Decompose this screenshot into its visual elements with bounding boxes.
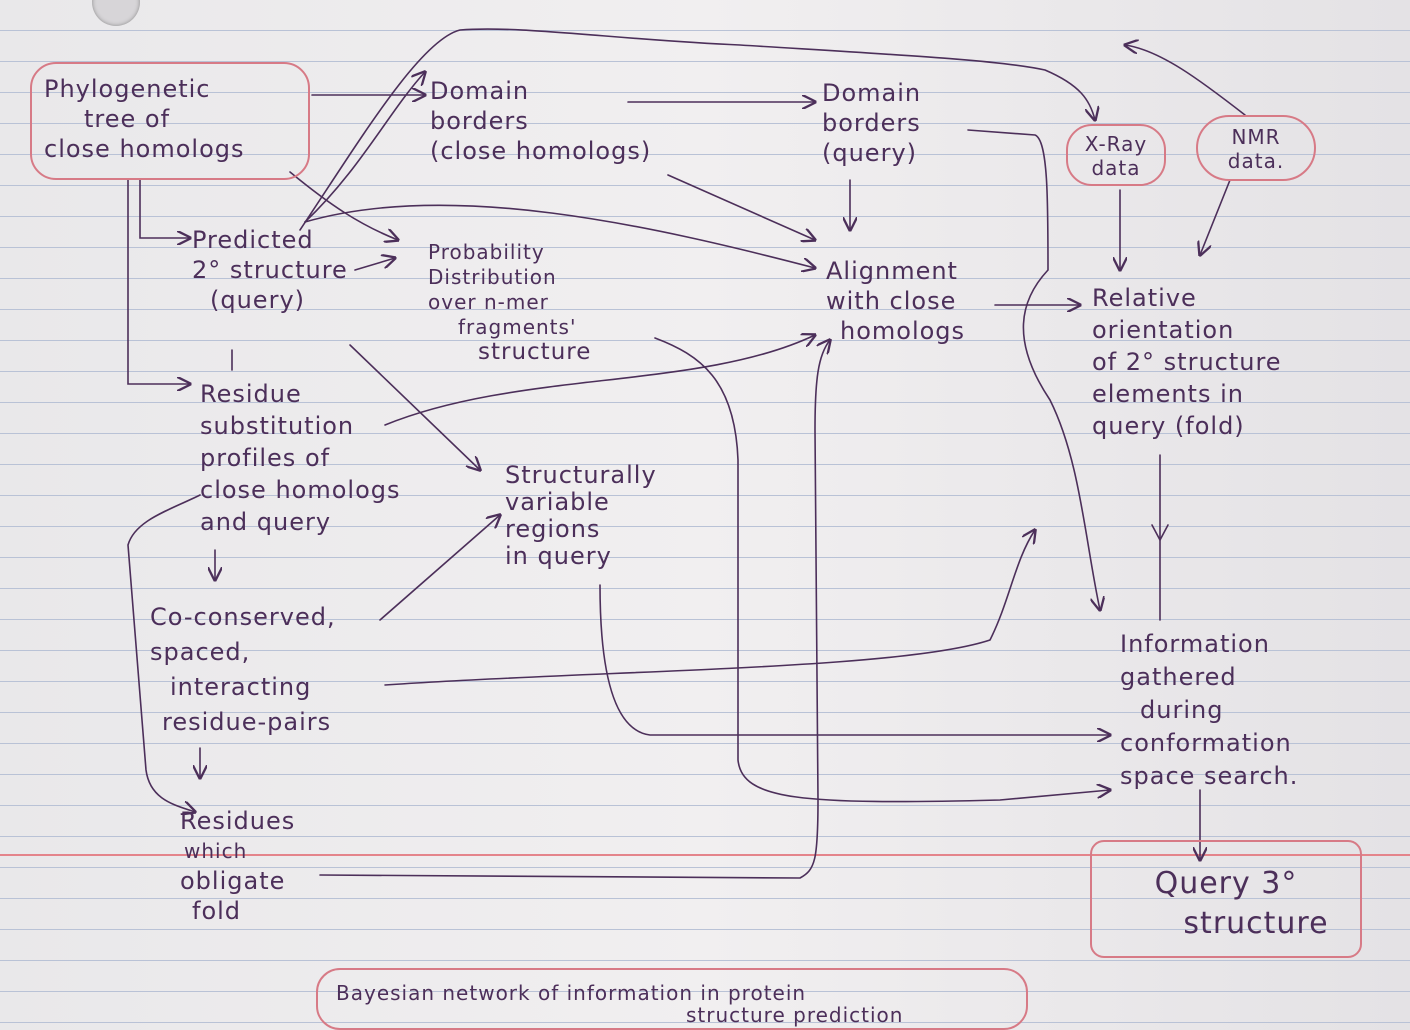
node-line: Information — [1120, 630, 1270, 658]
node-line: Predicted — [192, 226, 314, 254]
node-line: Co-conserved, — [150, 603, 336, 631]
node-structurally-variable: Structurally variable regions in query — [505, 462, 657, 570]
node-line: borders — [822, 109, 921, 137]
node-line: Residues — [180, 807, 296, 835]
node-domain-borders-query: Domain borders (query) — [822, 78, 921, 168]
edge-nmr-to-relative — [1200, 179, 1231, 255]
node-line: Domain — [822, 79, 922, 107]
node-xray-data: X-Ray data — [1066, 124, 1166, 186]
node-residues-obligate: Residues which obligate fold — [180, 806, 295, 926]
node-line: close homologs — [200, 476, 401, 504]
edge-residue-to-alignment — [384, 335, 815, 426]
node-line: X-Ray — [1084, 132, 1148, 156]
node-query-tertiary: Query 3° structure — [1090, 840, 1362, 958]
node-line: which — [184, 839, 248, 863]
node-line: elements in — [1092, 380, 1244, 408]
node-line: and query — [200, 508, 332, 536]
node-line: variable — [505, 488, 610, 516]
node-line: structure — [1183, 906, 1329, 941]
edge-predicted-to-alignment — [304, 204, 815, 268]
node-line: gathered — [1120, 663, 1237, 691]
node-line: borders — [430, 107, 529, 135]
margin-line — [0, 854, 1410, 856]
node-line: conformation — [1120, 729, 1292, 757]
node-line: fold — [192, 897, 242, 925]
node-line: close homologs — [44, 135, 245, 163]
edge-coconserved-to-variable — [379, 515, 500, 621]
edge-domain-query-to-information — [967, 129, 1100, 610]
node-line: homologs — [840, 317, 966, 345]
node-probability-distribution: Probability Distribution over n-mer frag… — [428, 240, 591, 365]
node-line: regions — [505, 515, 601, 543]
node-line: during — [1140, 696, 1224, 724]
node-line: spaced, — [150, 638, 251, 666]
edge-residue-to-obligate — [127, 494, 201, 812]
edge-predicted-to-variable — [349, 344, 480, 470]
node-line: orientation — [1092, 316, 1235, 344]
node-line: Structurally — [505, 461, 657, 489]
node-line: in query — [505, 542, 612, 570]
edge-variable-to-information — [599, 584, 1110, 735]
node-nmr-data: NMR data. — [1196, 115, 1316, 181]
node-information-gathered: Information gathered during conformation… — [1120, 628, 1298, 793]
edge-obligate-to-alignment — [319, 340, 830, 879]
edge-domain-homologs-to-alignment — [667, 174, 815, 240]
edge-predicted-to-domain-homologs — [304, 72, 425, 223]
node-line: data. — [1227, 149, 1285, 173]
node-line: NMR — [1231, 125, 1281, 149]
node-line: Probability — [428, 240, 545, 264]
node-predicted-secondary: Predicted 2° structure (query) — [192, 225, 348, 315]
node-line: (query) — [210, 286, 306, 314]
node-line: with close — [826, 287, 957, 315]
caption-line: structure prediction — [686, 1003, 904, 1027]
edge-probability-to-information — [654, 337, 1110, 803]
edge-coconserved-to-information — [384, 530, 1035, 686]
node-line: Phylogenetic — [44, 75, 211, 103]
node-line: substitution — [200, 412, 355, 440]
node-line: obligate — [180, 867, 286, 895]
node-alignment: Alignment with close homologs — [826, 256, 965, 346]
node-line: Alignment — [826, 257, 958, 285]
node-line: (close homologs) — [430, 137, 652, 165]
node-line: structure — [478, 339, 592, 365]
node-line: Relative — [1092, 284, 1197, 312]
node-line: Distribution — [428, 265, 557, 289]
node-line: Domain — [430, 77, 530, 105]
node-line: data — [1091, 156, 1141, 180]
caption-line: Bayesian network of information in prote… — [336, 981, 807, 1005]
node-residue-profiles: Residue substitution profiles of close h… — [200, 378, 401, 538]
node-domain-borders-homologs: Domain borders (close homologs) — [430, 76, 651, 166]
node-line: query (fold) — [1092, 412, 1245, 440]
node-line: Query 3° — [1154, 866, 1298, 901]
node-line: Residue — [200, 380, 302, 408]
edge-top-loop — [299, 28, 1095, 231]
node-line: space search. — [1120, 762, 1299, 790]
edge-phylo-to-residue — [127, 179, 190, 384]
node-line: tree of — [84, 105, 171, 133]
diagram-caption: Bayesian network of information in prote… — [316, 968, 1028, 1030]
node-line: (query) — [822, 139, 918, 167]
node-co-conserved: Co-conserved, spaced, interacting residu… — [150, 600, 336, 740]
edge-phylo-to-predicted — [139, 179, 190, 238]
edge-predicted-to-probability — [354, 258, 395, 271]
node-line: 2° structure — [192, 256, 348, 284]
node-line: profiles of — [200, 444, 331, 472]
node-relative-orientation: Relative orientation of 2° structure ele… — [1092, 282, 1282, 442]
node-line: over n-mer — [428, 290, 549, 314]
node-line: interacting — [170, 673, 312, 701]
node-line: fragments' — [458, 315, 577, 339]
node-line: of 2° structure — [1092, 348, 1282, 376]
edge-nmr-loop — [1125, 45, 1246, 116]
node-line: residue-pairs — [162, 708, 332, 736]
node-phylogenetic-tree: Phylogenetic tree of close homologs — [30, 62, 310, 180]
